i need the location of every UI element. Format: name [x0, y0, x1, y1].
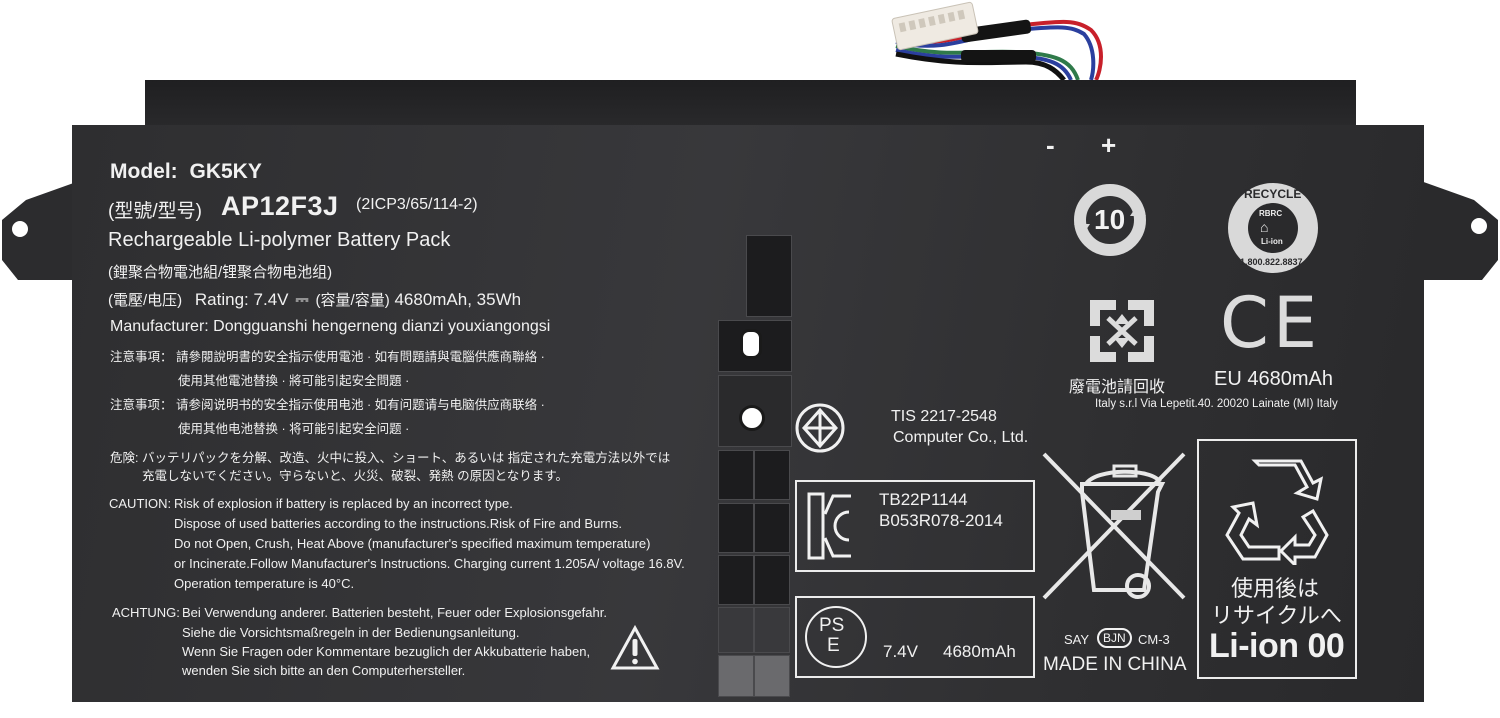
- connector-cable-icon: [891, 1, 1103, 82]
- caution-line-5: Operation temperature is 40°C.: [174, 576, 355, 591]
- tis-line-2: Computer Co., Ltd.: [893, 429, 1029, 446]
- kc-line-1: TB22P1144: [879, 490, 968, 509]
- mounting-tab-right: [1418, 180, 1498, 280]
- caution-label: CAUTION:: [109, 496, 172, 511]
- voltage-value: 7.4V: [253, 290, 289, 309]
- tis-line-1: TIS 2217-2548: [891, 408, 997, 425]
- jp-recycle-line-2: リサイクルへ: [1211, 603, 1342, 628]
- taiwan-recycle-icon: [1090, 300, 1154, 362]
- warning-cn-line-1: 请参阅说明书的安全指示使用电池 · 如有问题请与电脑供应商联络 ·: [176, 398, 545, 412]
- mounting-hole-left: [12, 221, 28, 237]
- polarity-minus: -: [1046, 130, 1055, 160]
- caution-line-1: Risk of explosion if battery is replaced…: [174, 496, 513, 511]
- rating-label-cn: (電壓/电压): [108, 292, 183, 309]
- product-title: Rechargeable Li-polymer Battery Pack: [108, 229, 451, 251]
- warning-tw-line-1: 請參閱說明書的安全指示使用電池 · 如有問題請與電腦供應商聯絡 ·: [176, 350, 545, 364]
- plastic-frame: [718, 235, 792, 697]
- efup-ring-icon: [1074, 184, 1146, 256]
- kc-line-2: B053R078-2014: [879, 511, 1003, 530]
- rating-label: Rating:: [194, 290, 249, 309]
- warning-jp-line-1: バッテリパックを分解、改造、火中に投入、ショート、あるいは 指定された充電方法以…: [142, 451, 671, 465]
- rbrc-ring-top: RECYCLE: [1244, 187, 1302, 201]
- cell-config: (2ICP3/65/114-2): [356, 196, 478, 213]
- pse-bottom: E: [827, 635, 840, 656]
- part-label-cn: (型號/型号): [108, 201, 202, 222]
- taiwan-recycle-text: 廢電池請回收: [1069, 379, 1166, 396]
- battery-top-section: [145, 80, 1356, 130]
- weee-crossed-bin-icon: [1042, 452, 1186, 600]
- rbrc-recycle-seal: RECYCLE RBRC ⌂ Li-ion 1.800.822.8837: [1228, 183, 1318, 273]
- rbrc-ring-bottom: 1.800.822.8837: [1240, 257, 1303, 267]
- warning-triangle-icon: [610, 625, 660, 670]
- achtung-line-1: Bei Verwendung anderer. Batterien besteh…: [182, 605, 607, 620]
- warning-tw-label: 注意事項：: [110, 350, 173, 364]
- efup-years: 10: [1094, 204, 1126, 235]
- mounting-hole-right: [1471, 218, 1487, 234]
- rating-line: (電壓/电压) Rating: 7.4V ⎓ (容量/容量) 4680mAh, …: [108, 289, 521, 310]
- cm-code: CM-3: [1138, 632, 1170, 647]
- jp-recycle-line-1: 使用後は: [1231, 576, 1320, 601]
- model-line: Model: GK5KY: [110, 160, 262, 184]
- model-number: GK5KY: [189, 160, 262, 183]
- pse-certification-box: PS E 7.4V 4680mAh: [795, 596, 1035, 678]
- capacity-label-cn: (容量/容量): [315, 292, 390, 309]
- caution-line-4: or Incinerate.Follow Manufacturer's Inst…: [174, 556, 685, 571]
- pse-capacity: 4680mAh: [943, 642, 1016, 661]
- recycle-arrows-icon: [1225, 459, 1329, 565]
- bjn-mark: BJN: [1097, 628, 1132, 648]
- polarity-plus: +: [1101, 130, 1117, 160]
- ce-mark-icon: CE: [1220, 282, 1322, 364]
- achtung-line-3: Wenn Sie Fragen oder Kommentare bezuglic…: [182, 644, 591, 659]
- jp-recycle-box: 使用後は リサイクルへ Li-ion 00: [1197, 439, 1357, 679]
- rbrc-center: [1248, 203, 1298, 253]
- part-number: AP12F3J: [221, 191, 339, 221]
- rbrc-battery-icon: ⌂: [1260, 219, 1269, 235]
- achtung-line-4: wenden Sie sich bitte an den Computerher…: [182, 663, 466, 678]
- kc-certification-box: TB22P1144 B053R078-2014: [795, 480, 1035, 572]
- pse-mark-icon: PS E: [805, 606, 867, 668]
- warning-jp-line-2: 充電しないでください。守らないと、火災、破裂、発熱 の原因となります。: [142, 469, 568, 483]
- kc-mark-icon: [807, 492, 851, 560]
- manufacturer: Manufacturer: Dongguanshi hengerneng dia…: [110, 318, 551, 335]
- warning-cn-label: 注意事项：: [110, 398, 173, 412]
- rbrc-inner-bottom: Li-ion: [1261, 237, 1283, 246]
- eu-capacity: EU 4680mAh: [1214, 368, 1333, 390]
- warning-cn-line-2: 使用其他电池替换 · 将可能引起安全问题 ·: [178, 422, 410, 436]
- say-code: SAY: [1064, 632, 1090, 647]
- made-in-china: MADE IN CHINA: [1043, 654, 1187, 675]
- caution-line-2: Dispose of used batteries according to t…: [174, 516, 622, 531]
- warning-jp-label: 危険:: [110, 451, 139, 465]
- model-label: Model:: [110, 160, 178, 183]
- rbrc-inner-top: RBRC: [1259, 209, 1283, 218]
- caution-line-3: Do not Open, Crush, Heat Above (manufact…: [174, 536, 651, 551]
- pse-voltage: 7.4V: [883, 642, 918, 661]
- achtung-line-2: Siehe die Vorsichtsmaßregeln in der Bedi…: [182, 625, 520, 640]
- product-title-cn: (鋰聚合物電池組/锂聚合物电池组): [108, 264, 333, 281]
- efup-10-mark: 10: [1070, 180, 1150, 260]
- eu-address: Italy s.r.l Via Lepetit.40. 20020 Lainat…: [1095, 398, 1338, 410]
- warning-tw-line-2: 使用其他電池替換 · 將可能引起安全問題 ·: [178, 374, 410, 388]
- tis-mark-icon: [795, 403, 845, 453]
- li-ion-code: Li-ion 00: [1209, 627, 1345, 665]
- pse-top: PS: [819, 615, 845, 636]
- achtung-label: ACHTUNG:: [112, 605, 180, 620]
- capacity-value: 4680mAh, 35Wh: [394, 290, 522, 309]
- dc-symbol-icon: ⎓: [295, 290, 309, 309]
